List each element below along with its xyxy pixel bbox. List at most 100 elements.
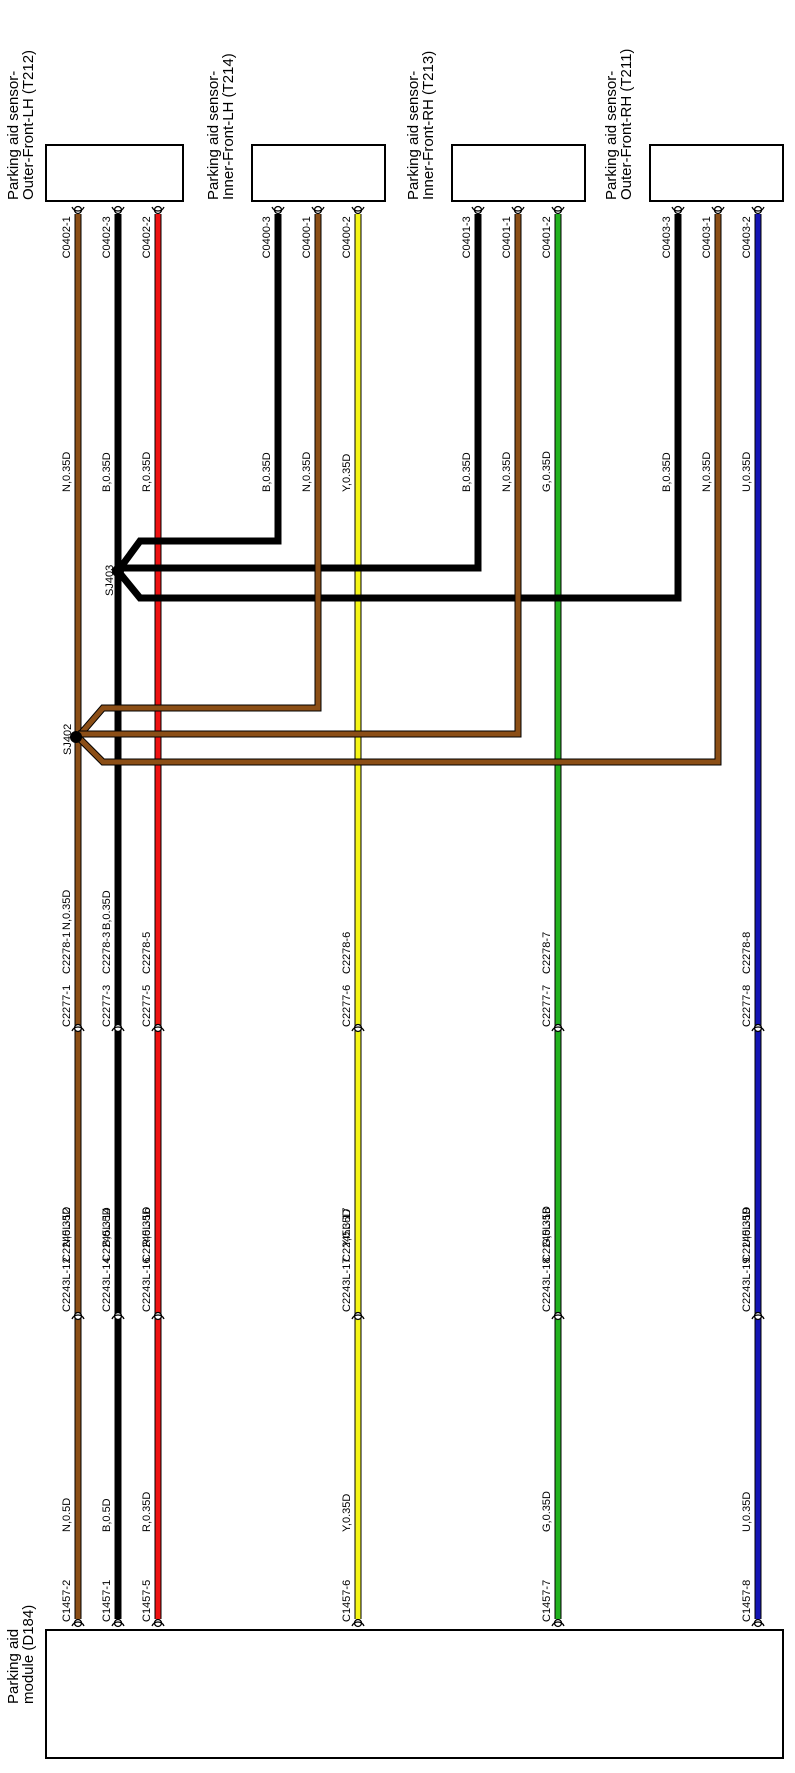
c1-c2277: C2277-1	[61, 985, 73, 1027]
c11-top-spec: N,0.35D	[701, 452, 713, 492]
pin-c11-top	[711, 205, 725, 215]
pin-c1-c1457	[71, 1618, 85, 1628]
c3-c1457: C1457-5	[141, 1580, 153, 1622]
pins-layer	[71, 205, 765, 1628]
c3-spec2: R,0.35D	[141, 1207, 153, 1247]
pin-c1-c2243	[71, 1311, 85, 1321]
c9-bot-spec: G,0.35D	[541, 1491, 553, 1532]
c12-bot-spec: U,0.35D	[741, 1492, 753, 1532]
t213-title-line2: Inner-Front-RH (T213)	[420, 51, 437, 200]
c12-spec2: U,0.35D	[741, 1207, 753, 1247]
pin-c3-top	[151, 205, 165, 215]
c12-c2277: C2277-8	[741, 985, 753, 1027]
wire-c7-sj403	[118, 214, 482, 572]
pin-c6-top	[351, 205, 365, 215]
c6-spec2: Y,0.35D	[341, 1209, 353, 1247]
pin-c2-c2243	[111, 1311, 125, 1321]
c2-c2277: C2277-3	[101, 985, 113, 1027]
wire-c4-sj403	[115, 214, 282, 574]
pin-c3-c2277	[151, 1023, 165, 1033]
wire-c8-sj402	[78, 214, 522, 738]
c6-bot-spec: Y,0.35D	[341, 1494, 353, 1532]
pin-c3-c1457	[151, 1618, 165, 1628]
c6-top-connector: C0400-2	[341, 216, 353, 258]
pin-c2-top	[111, 205, 125, 215]
c1-c2278: C2278-1	[61, 932, 73, 974]
pin-c12-c2277	[751, 1023, 765, 1033]
wires-layer	[74, 214, 762, 1619]
pin-c6-c1457	[351, 1618, 365, 1628]
c9-c2277: C2277-7	[541, 985, 553, 1027]
c1-c1457: C1457-2	[61, 1580, 73, 1622]
c8-top-connector: C0401-1	[501, 216, 513, 258]
c9-spec2: G,0.35D	[541, 1206, 553, 1247]
c1-bot-spec: N,0.5D	[61, 1498, 73, 1532]
pin-c6-c2243	[351, 1311, 365, 1321]
c7-top-spec: B,0.35D	[461, 452, 473, 492]
pin-c9-c1457	[551, 1618, 565, 1628]
splice-sj402-dot	[70, 731, 82, 743]
pin-c12-top	[751, 205, 765, 215]
pin-c2-c1457	[111, 1618, 125, 1628]
c3-top-spec: R,0.35D	[141, 452, 153, 492]
sensor-t214-box	[251, 144, 386, 202]
c2-c2278: C2278-3	[101, 932, 113, 974]
c5-top-spec: N,0.35D	[301, 452, 313, 492]
splice-sj402-label: SJ402	[62, 724, 74, 755]
wire-c10-sj403	[115, 214, 682, 602]
c12-c2245: C2245L-19	[741, 1208, 753, 1262]
c3-bot-spec: R,0.35D	[141, 1492, 153, 1532]
c3-c2243: C2243L-16	[141, 1258, 153, 1312]
c3-c2245: C2245L-16	[141, 1208, 153, 1262]
t212-title-line2: Outer-Front-LH (T212)	[20, 50, 37, 200]
c9-top-spec: G,0.35D	[541, 451, 553, 492]
sensor-t213-box	[451, 144, 586, 202]
c6-top-spec: Y,0.35D	[341, 454, 353, 492]
c1-mid-spec: N,0.35D	[61, 890, 73, 930]
t212-title-line1: Parking aid sensor-	[5, 71, 22, 200]
d184-title-line2: module (D184)	[20, 1605, 37, 1704]
pin-c12-c2243	[751, 1311, 765, 1321]
c8-top-spec: N,0.35D	[501, 452, 513, 492]
c1-top-spec: N,0.35D	[61, 452, 73, 492]
c9-c1457: C1457-7	[541, 1580, 553, 1622]
wire-c5-sj402	[75, 214, 322, 740]
t213-title-line1: Parking aid sensor-	[405, 71, 422, 200]
c9-c2243: C2243L-18	[541, 1258, 553, 1312]
c2-c1457: C1457-1	[101, 1580, 113, 1622]
c2-spec2: B,0.35D	[101, 1207, 113, 1247]
c2-bot-spec: B,0.5D	[101, 1498, 113, 1532]
c12-c2243: C2243L-19	[741, 1258, 753, 1312]
c6-c2243: C2243L-17	[341, 1258, 353, 1312]
c12-c2278: C2278-8	[741, 932, 753, 974]
pin-c8-top	[511, 205, 525, 215]
sensor-t212-box	[45, 144, 184, 202]
c3-top-connector: C0402-2	[141, 216, 153, 258]
c6-c2278: C2278-6	[341, 932, 353, 974]
pin-c9-c2243	[551, 1311, 565, 1321]
d184-title-line1: Parking aid	[5, 1629, 22, 1704]
t214-title-line2: Inner-Front-LH (T214)	[220, 53, 237, 200]
pin-c2-c2277	[111, 1023, 125, 1033]
splice-sj403-dot	[112, 565, 124, 577]
pin-c6-c2277	[351, 1023, 365, 1033]
c9-top-connector: C0401-2	[541, 216, 553, 258]
c12-top-connector: C0403-2	[741, 216, 753, 258]
t211-title-line1: Parking aid sensor-	[603, 71, 620, 200]
c10-top-connector: C0403-3	[661, 216, 673, 258]
c1-spec2: N,0.35D	[61, 1207, 73, 1247]
wire-c11-sj402	[75, 214, 722, 766]
c6-c2277: C2277-6	[341, 985, 353, 1027]
pin-c4-top	[271, 205, 285, 215]
c12-top-spec: U,0.35D	[741, 452, 753, 492]
c4-top-spec: B,0.35D	[261, 452, 273, 492]
pin-c3-c2243	[151, 1311, 165, 1321]
module-d184-box	[45, 1629, 784, 1759]
pin-c9-c2277	[551, 1023, 565, 1033]
c1-c2245: C2245L-12	[61, 1208, 73, 1262]
c3-c2278: C2278-5	[141, 932, 153, 974]
c12-c1457: C1457-8	[741, 1580, 753, 1622]
splice-sj403-label: SJ403	[104, 565, 116, 596]
c2-mid-spec: B,0.35D	[101, 890, 113, 930]
